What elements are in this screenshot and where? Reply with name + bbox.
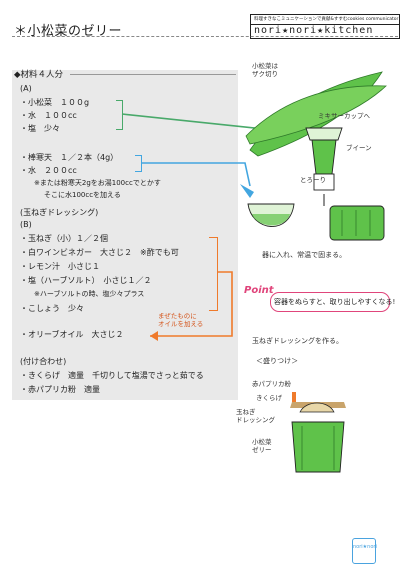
brand-badge: nori★nori	[352, 538, 377, 564]
dressing-tag: 玉ねぎ ドレッシング	[236, 408, 275, 424]
group-a-bracket	[116, 100, 123, 130]
pour-note: とろーり	[300, 176, 326, 184]
dressing-note: 玉ねぎドレッシングを作る。	[252, 337, 343, 345]
komatsuna-leaves-icon	[245, 71, 387, 157]
mixer-cup-icon	[305, 127, 343, 191]
ingredient-item: ・水 １００cc	[20, 111, 77, 120]
header-brand-box: 料理すきなこミュニケーションで貢献&すすむcookies communicato…	[250, 14, 400, 39]
oil-note: まぜたものに オイルを加える	[158, 312, 204, 328]
ingredients-heading: ◆材料４人分	[14, 70, 64, 80]
ingredient-item: ・赤パプリカ粉 適量	[20, 385, 100, 394]
plated-jelly-icon	[290, 392, 346, 473]
orange-line	[150, 271, 233, 337]
garnish-label: (付け合わせ)	[20, 357, 67, 366]
badge-text: nori★nori	[353, 544, 377, 550]
ingredient-item: ・こしょう 少々	[20, 304, 84, 313]
kanten-note: ※または粉寒天2gをお湯100ccでとかす	[34, 179, 161, 187]
point-box	[270, 292, 390, 312]
ingredient-item: ・棒寒天 １／２本（4g）	[20, 153, 119, 162]
group-b-bracket	[209, 237, 218, 311]
chill-note: 器に入れ、常温で固まる。	[262, 251, 347, 259]
paprika-tag: 赤パプリカ粉	[252, 380, 291, 388]
ingredient-item: ・水 ２００cc	[20, 166, 77, 175]
ingredient-item: ・塩（ハーブソルト） 小さじ１／２	[20, 276, 152, 285]
blue-arrow	[141, 162, 251, 187]
recipe-title: ＊小松菜のゼリー	[14, 24, 123, 39]
ingredients-panel	[12, 70, 238, 400]
group-b-sub: (B)	[20, 220, 32, 229]
ingredient-item: ・オリーブオイル 大さじ２	[20, 330, 124, 339]
ingredient-item: ・レモン汁 小さじ１	[20, 262, 100, 271]
ingredient-item: ・きくらげ 適量 千切りして塩湯でさっと茹でる	[20, 371, 204, 380]
orange-arrow-head	[150, 331, 158, 341]
jelly-cups-icon	[329, 205, 385, 241]
title-rule	[12, 36, 398, 37]
header-subtitle: 料理すきなこミュニケーションで貢献&すすむcookies communicato…	[254, 17, 399, 22]
komatsuna-note: 小松菜は ザク切り	[252, 62, 278, 78]
kikurage-tag: きくらげ	[256, 394, 282, 402]
group-b-label: (玉ねぎドレッシング)	[20, 208, 99, 217]
plating-heading: ＜盛りつけ＞	[256, 357, 299, 365]
heading-underline	[70, 74, 236, 75]
ingredient-item: ・塩 少々	[20, 124, 60, 133]
group-a-label: (A)	[20, 84, 32, 93]
pour-bowl-icon	[240, 184, 295, 227]
ingredient-item: ・小松菜 １００g	[20, 98, 90, 107]
jelly-tag: 小松菜 ゼリー	[252, 438, 272, 454]
mixer-note: ミキサーカップへ	[318, 112, 370, 120]
ingredient-item: ・玉ねぎ（小）１／２個	[20, 234, 108, 243]
kanten-note: そこに水100ccを加える	[44, 191, 121, 199]
ingredient-note: ※ハーブソルトの時、塩少々プラス	[34, 290, 145, 298]
point-label: Point	[244, 285, 274, 296]
point-text: 容器をぬらすと、取り出しやすくなる!	[274, 298, 396, 306]
ingredient-item: ・白ワインビネガー 大さじ２ ※酢でも可	[20, 248, 179, 257]
blend-note: ブイーン	[346, 144, 372, 152]
header-brand: nori★nori★kitchen	[251, 24, 399, 38]
